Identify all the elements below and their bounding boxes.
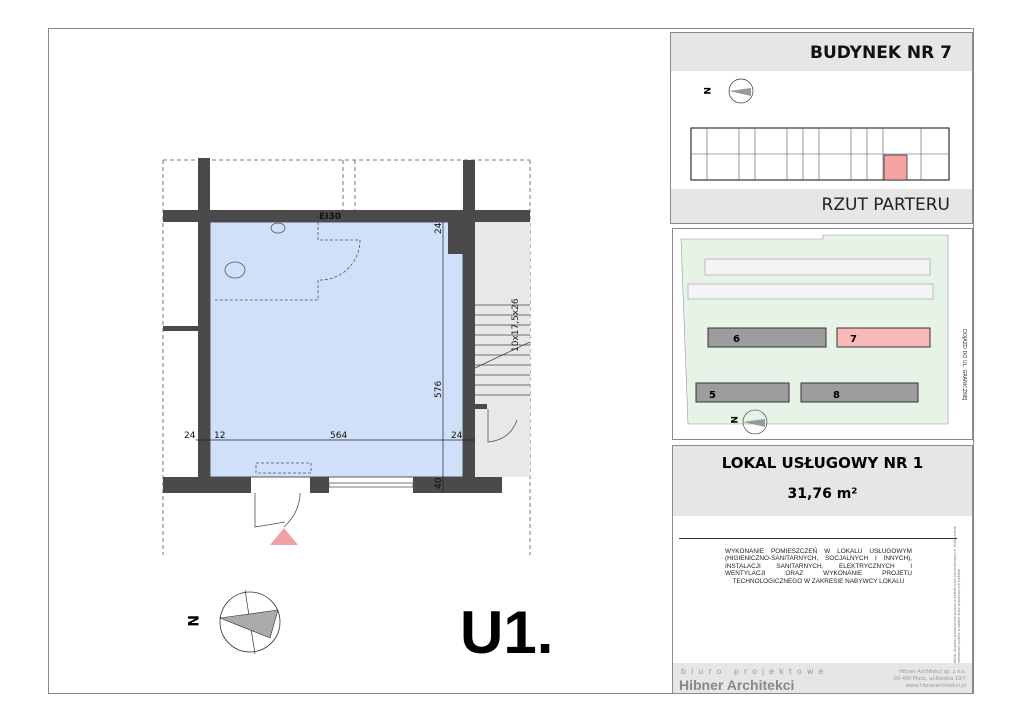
unit-area: 31,76 m² bbox=[787, 486, 858, 502]
dim-gap: 12 bbox=[214, 431, 225, 441]
unit-title: LOKAL USŁUGOWY NR 1 bbox=[721, 454, 924, 472]
site-compass-letter: N bbox=[728, 416, 738, 424]
dim-top: 24 bbox=[434, 222, 444, 234]
stair-label: 10x17,5x26 bbox=[511, 298, 521, 352]
compass-icon bbox=[218, 589, 281, 655]
stair-area bbox=[475, 222, 530, 477]
sheet-frame bbox=[48, 28, 974, 694]
dim-bottom: 40 bbox=[434, 477, 444, 489]
svg-text:5: 5 bbox=[709, 390, 716, 401]
floor-plan: 10x17,5x26 24 12 564 24 576 24 40 EI30 bbox=[162, 158, 531, 655]
building-7: 7 bbox=[836, 327, 931, 348]
building-5: 5 bbox=[695, 382, 790, 403]
walls bbox=[163, 158, 530, 493]
office-address: Hibner Architekci sp. z o.o. 09-400 Płoc… bbox=[893, 669, 966, 689]
svg-text:6: 6 bbox=[733, 334, 740, 345]
building-panel: BUDYNEK NR 7 N RZUT PARTERU bbox=[670, 32, 973, 224]
divider bbox=[679, 538, 957, 539]
office-tagline: biuro projektowe bbox=[681, 667, 829, 676]
side-note: UWAGA: Wymiary pomieszczeń podane w świe… bbox=[953, 526, 961, 666]
svg-text:8: 8 bbox=[833, 390, 840, 401]
dim-width: 564 bbox=[330, 431, 347, 441]
office-name: Hibner Architekci bbox=[679, 677, 795, 693]
site-panel: 6 7 5 8 DOJAZD DO UL. GRANICZNEJ N bbox=[672, 228, 973, 440]
scope-note: WYKONANIE POMIESZCZEŃ W LOKALU USŁUGOWYM… bbox=[725, 548, 912, 585]
wall-label: EI30 bbox=[319, 212, 341, 222]
svg-text:7: 7 bbox=[850, 334, 857, 345]
dim-right-wall: 24 bbox=[451, 431, 463, 441]
dim-height: 576 bbox=[434, 381, 444, 398]
unit-label: U1. bbox=[460, 599, 554, 666]
entrance-marker bbox=[270, 528, 298, 545]
building-key-plan: N bbox=[690, 78, 950, 181]
dim-left-wall: 24 bbox=[184, 431, 196, 441]
building-6: 6 bbox=[707, 327, 827, 348]
building-title: BUDYNEK NR 7 bbox=[810, 43, 952, 63]
building-subtitle: RZUT PARTERU bbox=[821, 195, 950, 215]
compass-letter: N bbox=[184, 615, 200, 627]
building-compass-letter: N bbox=[701, 87, 711, 95]
info-panel: LOKAL USŁUGOWY NR 1 31,76 m² WYKONANIE P… bbox=[672, 445, 973, 694]
building-8: 8 bbox=[800, 382, 919, 403]
unit-room bbox=[209, 221, 464, 478]
site-plan: 6 7 5 8 DOJAZD DO UL. GRANICZNEJ N bbox=[680, 234, 967, 435]
road-label: DOJAZD DO UL. GRANICZNEJ bbox=[961, 329, 967, 401]
